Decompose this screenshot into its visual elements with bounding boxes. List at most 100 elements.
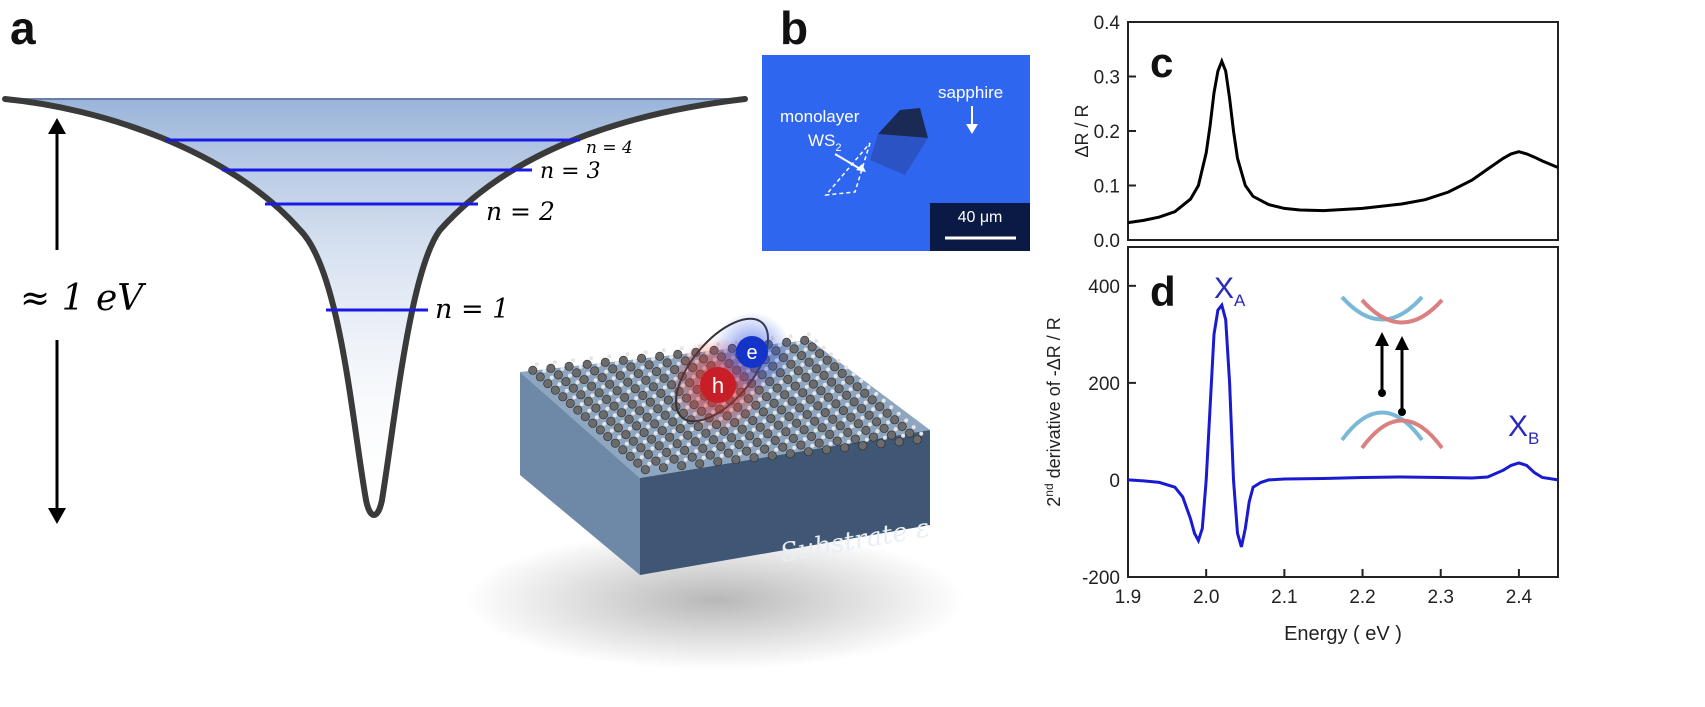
substrate-left-face	[520, 372, 640, 575]
lattice-atom	[780, 390, 790, 400]
lattice-atom-small	[792, 445, 797, 450]
lattice-atom-small	[759, 434, 764, 439]
lattice-atom	[808, 379, 818, 389]
lattice-atom-small	[812, 391, 817, 396]
lattice-atom-small	[846, 439, 851, 444]
lattice-atom	[894, 437, 904, 447]
plot-c-yticks: 0.00.10.20.30.4	[1094, 13, 1136, 252]
panel-letter-d: d	[1150, 268, 1176, 315]
lattice-atom	[588, 418, 598, 428]
lattice-atom	[600, 357, 610, 367]
lattice-atom	[852, 382, 862, 392]
substrate-shadow	[465, 530, 965, 670]
scalebar-box	[930, 203, 1030, 251]
lattice-atom-small	[875, 429, 880, 434]
lattice-atom-small	[597, 400, 602, 405]
lattice-atom-small	[616, 398, 621, 403]
panel-letter-c: c	[1150, 39, 1173, 86]
lattice-atom-small	[542, 368, 547, 373]
lattice-atom-small	[575, 380, 580, 385]
lattice-atom-small	[612, 413, 617, 418]
lattice-atom-small	[579, 402, 584, 407]
lattice-atom-small	[809, 406, 814, 411]
lattice-atom-small	[656, 415, 661, 420]
lattice-atom	[627, 399, 637, 409]
lattice-atom-small	[833, 374, 838, 379]
lattice-atom	[687, 452, 697, 462]
ws2-flake-shadow	[870, 134, 928, 175]
lattice-atom-small	[828, 441, 833, 446]
monolayer-arrow-head	[856, 164, 866, 172]
transition-arrow-a-head	[1375, 332, 1389, 346]
lattice-atom-small	[792, 356, 797, 361]
lattice-atom-small	[839, 433, 844, 438]
ytick-label: 0.1	[1094, 177, 1120, 198]
level-label-n3: n = 3	[540, 159, 601, 184]
lattice-atom-small	[679, 435, 684, 440]
lattice-atom	[606, 416, 616, 426]
xtick-label: 2.1	[1271, 587, 1297, 608]
lattice-atom	[860, 388, 870, 398]
lattice-atom-small	[667, 407, 672, 412]
lattice-atom-small	[794, 393, 799, 398]
lattice-atom-small	[701, 455, 706, 460]
xtick-label: 2.0	[1193, 587, 1219, 608]
lattice-atom-small	[658, 363, 663, 368]
lattice-atom	[568, 383, 578, 393]
lattice-atom-small	[795, 430, 800, 435]
ytick-label: 400	[1088, 277, 1120, 298]
lattice-atom-small	[788, 334, 793, 339]
lattice-atom-small	[643, 350, 648, 355]
lattice-atom-small	[844, 365, 849, 370]
lattice-atom-small	[806, 421, 811, 426]
lattice-atom	[695, 459, 705, 469]
xtick-label: 2.3	[1428, 587, 1454, 608]
lattice-atom	[879, 423, 889, 433]
lattice-atom-small	[741, 436, 746, 441]
lattice-atom-small	[652, 394, 657, 399]
lattice-atom-small	[881, 398, 886, 403]
lattice-atom-small	[779, 380, 784, 385]
lattice-atom-small	[882, 435, 887, 440]
lattice-atom	[858, 441, 868, 451]
lattice-atom-small	[604, 369, 609, 374]
ytick-label: 0.0	[1094, 231, 1120, 252]
lattice-atom-small	[676, 451, 681, 456]
lattice-atom	[620, 392, 630, 402]
lattice-atom-small	[821, 345, 826, 350]
lattice-atom-small	[827, 404, 832, 409]
lattice-atom-small	[822, 382, 827, 387]
lattice-atom-small	[590, 393, 595, 398]
lattice-atom-small	[617, 435, 622, 440]
lattice-atom	[812, 364, 822, 374]
lattice-atom	[580, 412, 590, 422]
lattice-atom-small	[733, 429, 738, 434]
lattice-atom	[558, 392, 568, 402]
lattice-atom-small	[632, 448, 637, 453]
level-label-n2: n = 2	[486, 197, 555, 226]
lattice-atom	[816, 386, 826, 396]
sapphire-label: sapphire	[938, 83, 1003, 102]
lattice-atom-small	[826, 367, 831, 372]
lattice-atom	[820, 408, 830, 418]
lattice-atom	[680, 445, 690, 455]
lattice-atom	[745, 431, 755, 441]
lattice-atom	[659, 373, 669, 383]
conduction-band-blue	[1340, 295, 1424, 322]
energy-arrow-down-head	[48, 508, 66, 524]
ytick-label: 0	[1109, 471, 1120, 492]
lattice-atom	[800, 335, 810, 345]
lattice-atom-small	[557, 382, 562, 387]
lattice-atom	[565, 398, 575, 408]
lattice-atom-small	[845, 402, 850, 407]
lattice-atom	[797, 351, 807, 361]
lattice-atom-small	[814, 338, 819, 343]
lattice-atom	[651, 456, 661, 466]
lattice-atom-small	[629, 374, 634, 379]
lattice-atom	[846, 412, 856, 422]
lattice-atom-small	[666, 370, 671, 375]
lattice-atom-small	[867, 422, 872, 427]
lattice-atom	[788, 433, 798, 443]
lattice-atom-small	[896, 411, 901, 416]
